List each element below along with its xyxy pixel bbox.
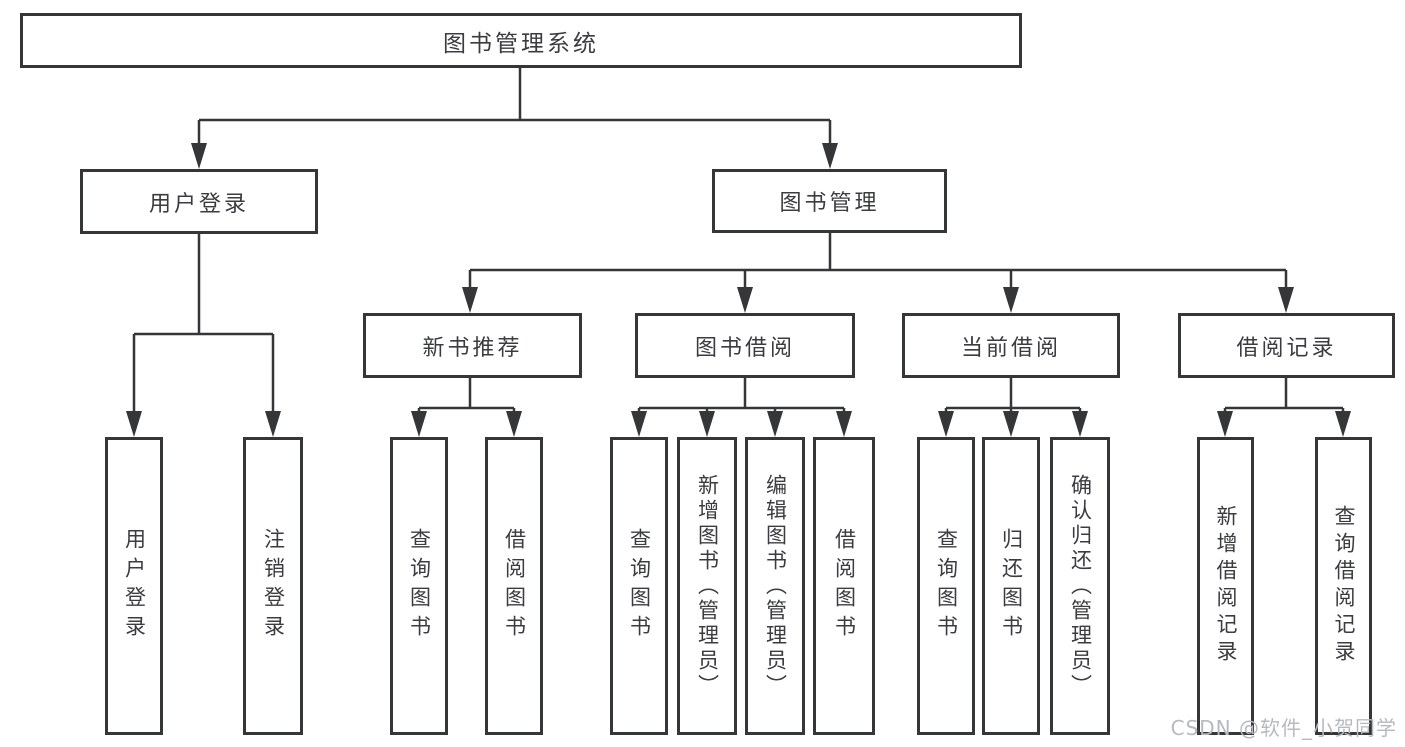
- node-book-borrowing: 图书借阅: [635, 313, 855, 378]
- arrow-down-icon: [631, 411, 647, 437]
- arrow-down-icon: [1335, 411, 1351, 437]
- arrow-down-icon: [126, 411, 142, 437]
- node-bb-query-books: 查询图书: [610, 437, 668, 735]
- node-bb-edit-books-admin: 编辑图书（管理员）: [745, 437, 805, 735]
- arrow-down-icon: [1003, 411, 1019, 437]
- node-bb-borrow-books: 借阅图书: [813, 437, 875, 735]
- node-current-borrowing: 当前借阅: [902, 313, 1120, 378]
- node-nb-query-books: 查询图书: [390, 437, 448, 735]
- connector-user-login-to-children: [132, 234, 275, 420]
- arrow-down-icon: [506, 411, 522, 437]
- node-logout-action: 注销登录: [243, 437, 303, 735]
- connector-book-management-to-level3: [468, 233, 1288, 296]
- arrow-down-icon: [822, 143, 838, 169]
- arrow-down-icon: [767, 411, 783, 437]
- csdn-watermark: CSDN @软件_小贺同学: [1170, 716, 1397, 740]
- node-user-login-action: 用户登录: [105, 437, 163, 735]
- node-br-add-record: 新增借阅记录: [1197, 437, 1254, 735]
- arrow-down-icon: [737, 287, 753, 313]
- arrow-down-icon: [1072, 411, 1088, 437]
- node-cb-query-books: 查询图书: [917, 437, 975, 735]
- node-user-login: 用户登录: [80, 169, 318, 234]
- arrow-down-icon: [191, 143, 207, 169]
- connector-borrowing-records-to-children: [1223, 378, 1345, 420]
- connector-new-book-recommend-to-children: [417, 378, 516, 420]
- node-cb-return-books: 归还图书: [982, 437, 1040, 735]
- node-new-book-recommend: 新书推荐: [363, 313, 582, 378]
- node-bb-add-books-admin: 新增图书（管理员）: [677, 437, 737, 735]
- arrowheads: [126, 143, 1351, 437]
- arrow-down-icon: [462, 287, 478, 313]
- arrow-down-icon: [938, 411, 954, 437]
- node-cb-confirm-return-admin: 确认归还（管理员）: [1050, 437, 1110, 735]
- node-nb-borrow-books: 借阅图书: [485, 437, 543, 735]
- connector-book-borrowing-to-children: [637, 378, 846, 420]
- arrow-down-icon: [1003, 287, 1019, 313]
- arrow-down-icon: [1217, 411, 1233, 437]
- arrow-down-icon: [411, 411, 427, 437]
- arrow-down-icon: [836, 411, 852, 437]
- arrow-down-icon: [699, 411, 715, 437]
- arrow-down-icon: [265, 411, 281, 437]
- node-library-management-system: 图书管理系统: [20, 13, 1022, 68]
- node-book-management: 图书管理: [712, 169, 947, 233]
- connector-root-to-level2: [197, 68, 832, 155]
- node-borrowing-records: 借阅记录: [1178, 313, 1395, 378]
- arrow-down-icon: [1278, 287, 1294, 313]
- node-br-query-record: 查询借阅记录: [1315, 437, 1372, 735]
